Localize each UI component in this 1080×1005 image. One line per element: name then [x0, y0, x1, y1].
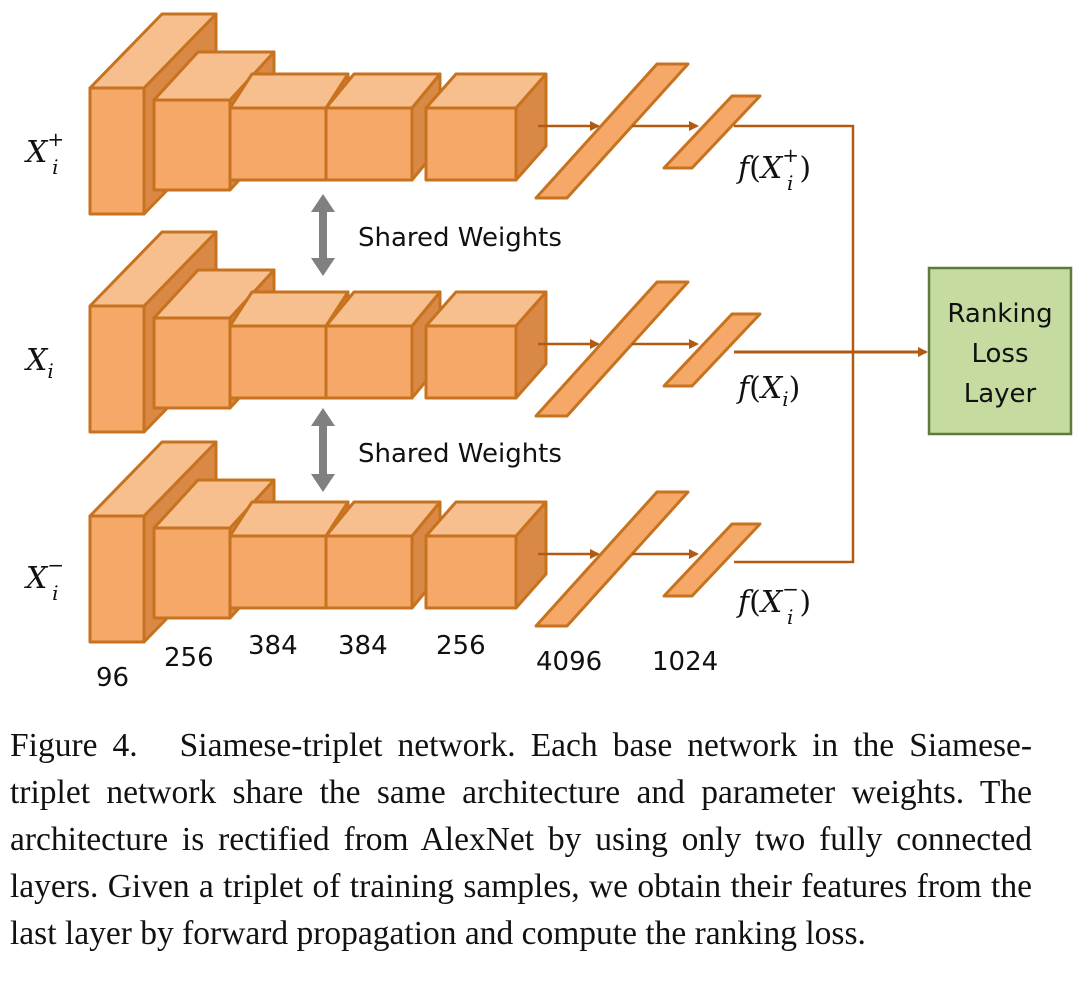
shared-weights-arrow-bottom [311, 408, 335, 492]
network-branch-negative [88, 440, 762, 644]
ranking-box-line: Loss [971, 339, 1028, 369]
ranking-box-line: Layer [964, 379, 1037, 409]
output-label-positive: f(X+i) [736, 143, 811, 195]
fc-layer-1024 [662, 522, 762, 598]
layer-size-label: 4096 [536, 647, 602, 677]
layer-size-label: 1024 [652, 647, 718, 677]
conv-layer-4 [324, 72, 442, 182]
layer-size-label: 256 [436, 631, 486, 661]
network-branch-anchor [88, 230, 762, 434]
conv-layer-5 [424, 290, 548, 400]
network-branch-positive [88, 12, 762, 216]
input-label-negative: X−i [24, 553, 64, 605]
conv-layer-4 [324, 500, 442, 610]
conv-layer-4 [324, 290, 442, 400]
fc-layer-4096 [534, 280, 690, 418]
figure-caption: Figure 4.Siamese-triplet network. Each b… [10, 722, 1032, 957]
connector-negative-to-ranking [734, 352, 855, 564]
siamese-triplet-diagram: Ranking Loss Layer Shared Weights Shared… [24, 12, 1073, 693]
layer-size-label: 256 [164, 643, 214, 673]
layer-size-label: 96 [96, 663, 129, 693]
shared-weights-label-bottom: Shared Weights [358, 439, 562, 469]
ranking-loss-box [927, 266, 1073, 436]
input-label-anchor: Xi [24, 343, 54, 383]
figure-caption-text: Siamese-triplet network. Each base netwo… [10, 727, 1033, 952]
input-label-positive: X+i [24, 127, 64, 179]
fc-layer-4096 [534, 490, 690, 628]
ranking-box-line: Ranking [947, 299, 1052, 329]
fc-layer-1024 [662, 94, 762, 170]
output-label-anchor: f(Xi) [736, 371, 800, 411]
fc-layer-1024 [662, 312, 762, 388]
output-label-negative: f(X−i) [736, 577, 811, 629]
layer-size-label: 384 [338, 631, 388, 661]
fc-layer-4096 [534, 62, 690, 200]
layer-size-label: 384 [248, 631, 298, 661]
conv-layer-5 [424, 500, 548, 610]
conv-layer-5 [424, 72, 548, 182]
figure-caption-label: Figure 4. [10, 727, 138, 764]
shared-weights-label-top: Shared Weights [358, 223, 562, 253]
shared-weights-arrow-top [311, 194, 335, 276]
connector-positive-to-ranking [734, 124, 855, 352]
